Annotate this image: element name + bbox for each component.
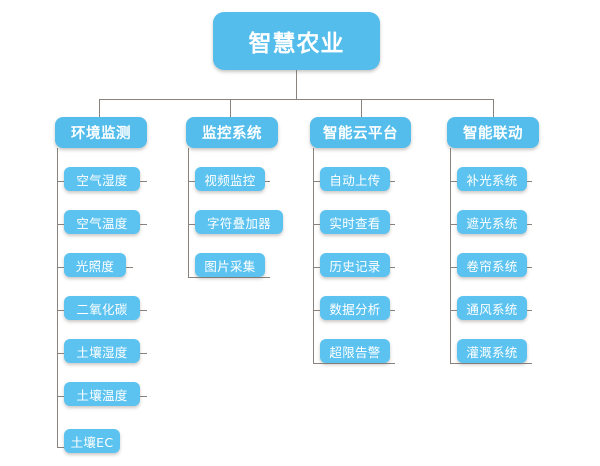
- leaf-node-soil-ec[interactable]: 土壤EC: [64, 429, 120, 453]
- leaf-node-label: 字符叠加器: [206, 215, 271, 231]
- leaf-node-air-temperature[interactable]: 空气温度: [64, 210, 140, 234]
- connector-stub-4-5: [450, 363, 532, 365]
- branch-node-environmental-monitoring[interactable]: 环境监测: [55, 117, 147, 148]
- leaf-node-label: 土壤湿度: [76, 344, 128, 360]
- leaf-node-label: 空气湿度: [76, 172, 128, 188]
- leaf-node-video-surveillance[interactable]: 视频监控: [195, 167, 265, 191]
- connector-branch-drop-2: [229, 99, 231, 117]
- connector-branch-drop-1: [98, 99, 100, 117]
- leaf-node-label: 灌溉系统: [466, 344, 518, 360]
- leaf-node-label: 光照度: [75, 258, 115, 274]
- root-node-label: 智慧农业: [248, 31, 345, 57]
- leaf-node-label: 历史记录: [329, 258, 381, 274]
- branch-node-intelligent-linkage[interactable]: 智能联动: [447, 117, 539, 148]
- leaf-node-label: 通风系统: [466, 301, 518, 317]
- branch-node-monitoring-system[interactable]: 监控系统: [186, 117, 278, 148]
- leaf-node-label: 超限告警: [329, 344, 381, 360]
- leaf-node-illuminance[interactable]: 光照度: [64, 253, 126, 277]
- branch-node-label: 智能云平台: [323, 126, 398, 142]
- connector-branch-bus: [99, 99, 494, 101]
- leaf-node-label: 土壤温度: [76, 387, 128, 403]
- leaf-node-label: 视频监控: [204, 172, 256, 188]
- leaf-node-image-capture[interactable]: 图片采集: [195, 253, 265, 277]
- leaf-node-label: 自动上传: [329, 172, 381, 188]
- connector-stub-2-3: [188, 277, 270, 279]
- leaf-node-label: 图片采集: [204, 258, 256, 274]
- connector-branch-drop-3: [360, 99, 362, 117]
- leaf-node-ventilation-system[interactable]: 通风系统: [457, 296, 527, 320]
- connector-root-stem: [295, 70, 297, 100]
- leaf-node-auto-upload[interactable]: 自动上传: [320, 167, 390, 191]
- leaf-node-soil-temperature[interactable]: 土壤温度: [64, 382, 140, 406]
- branch-node-label: 智能联动: [463, 126, 523, 142]
- leaf-node-label: 实时查看: [329, 215, 381, 231]
- leaf-node-label: 空气温度: [76, 215, 128, 231]
- leaf-node-threshold-alarm[interactable]: 超限告警: [320, 339, 390, 363]
- leaf-node-rolling-shutter-system[interactable]: 卷帘系统: [457, 253, 527, 277]
- connector-spine-3: [313, 148, 315, 364]
- branch-node-intelligent-cloud-platform[interactable]: 智能云平台: [310, 117, 411, 148]
- connector-stub-3-5: [313, 363, 395, 365]
- root-node-smart-agriculture[interactable]: 智慧农业: [213, 12, 380, 70]
- branch-node-label: 监控系统: [202, 126, 262, 142]
- leaf-node-data-analysis[interactable]: 数据分析: [320, 296, 390, 320]
- leaf-node-label: 卷帘系统: [466, 258, 518, 274]
- leaf-node-shading-system[interactable]: 遮光系统: [457, 210, 527, 234]
- leaf-node-label: 数据分析: [329, 301, 381, 317]
- connector-spine-1: [57, 148, 59, 448]
- leaf-node-air-humidity[interactable]: 空气湿度: [64, 167, 140, 191]
- leaf-node-soil-moisture[interactable]: 土壤湿度: [64, 339, 140, 363]
- connector-branch-drop-4: [492, 99, 494, 117]
- leaf-node-irrigation-system[interactable]: 灌溉系统: [457, 339, 527, 363]
- leaf-node-label: 补光系统: [466, 172, 518, 188]
- leaf-node-label: 遮光系统: [466, 215, 518, 231]
- leaf-node-supplemental-lighting-system[interactable]: 补光系统: [457, 167, 527, 191]
- leaf-node-realtime-view[interactable]: 实时查看: [320, 210, 390, 234]
- leaf-node-character-overlay[interactable]: 字符叠加器: [195, 210, 283, 234]
- leaf-node-label: 二氧化碳: [76, 301, 128, 317]
- connector-spine-2: [188, 148, 190, 278]
- leaf-node-carbon-dioxide[interactable]: 二氧化碳: [64, 296, 140, 320]
- connector-spine-4: [450, 148, 452, 364]
- branch-node-label: 环境监测: [71, 126, 131, 142]
- leaf-node-label: 土壤EC: [70, 434, 114, 450]
- leaf-node-history-record[interactable]: 历史记录: [320, 253, 390, 277]
